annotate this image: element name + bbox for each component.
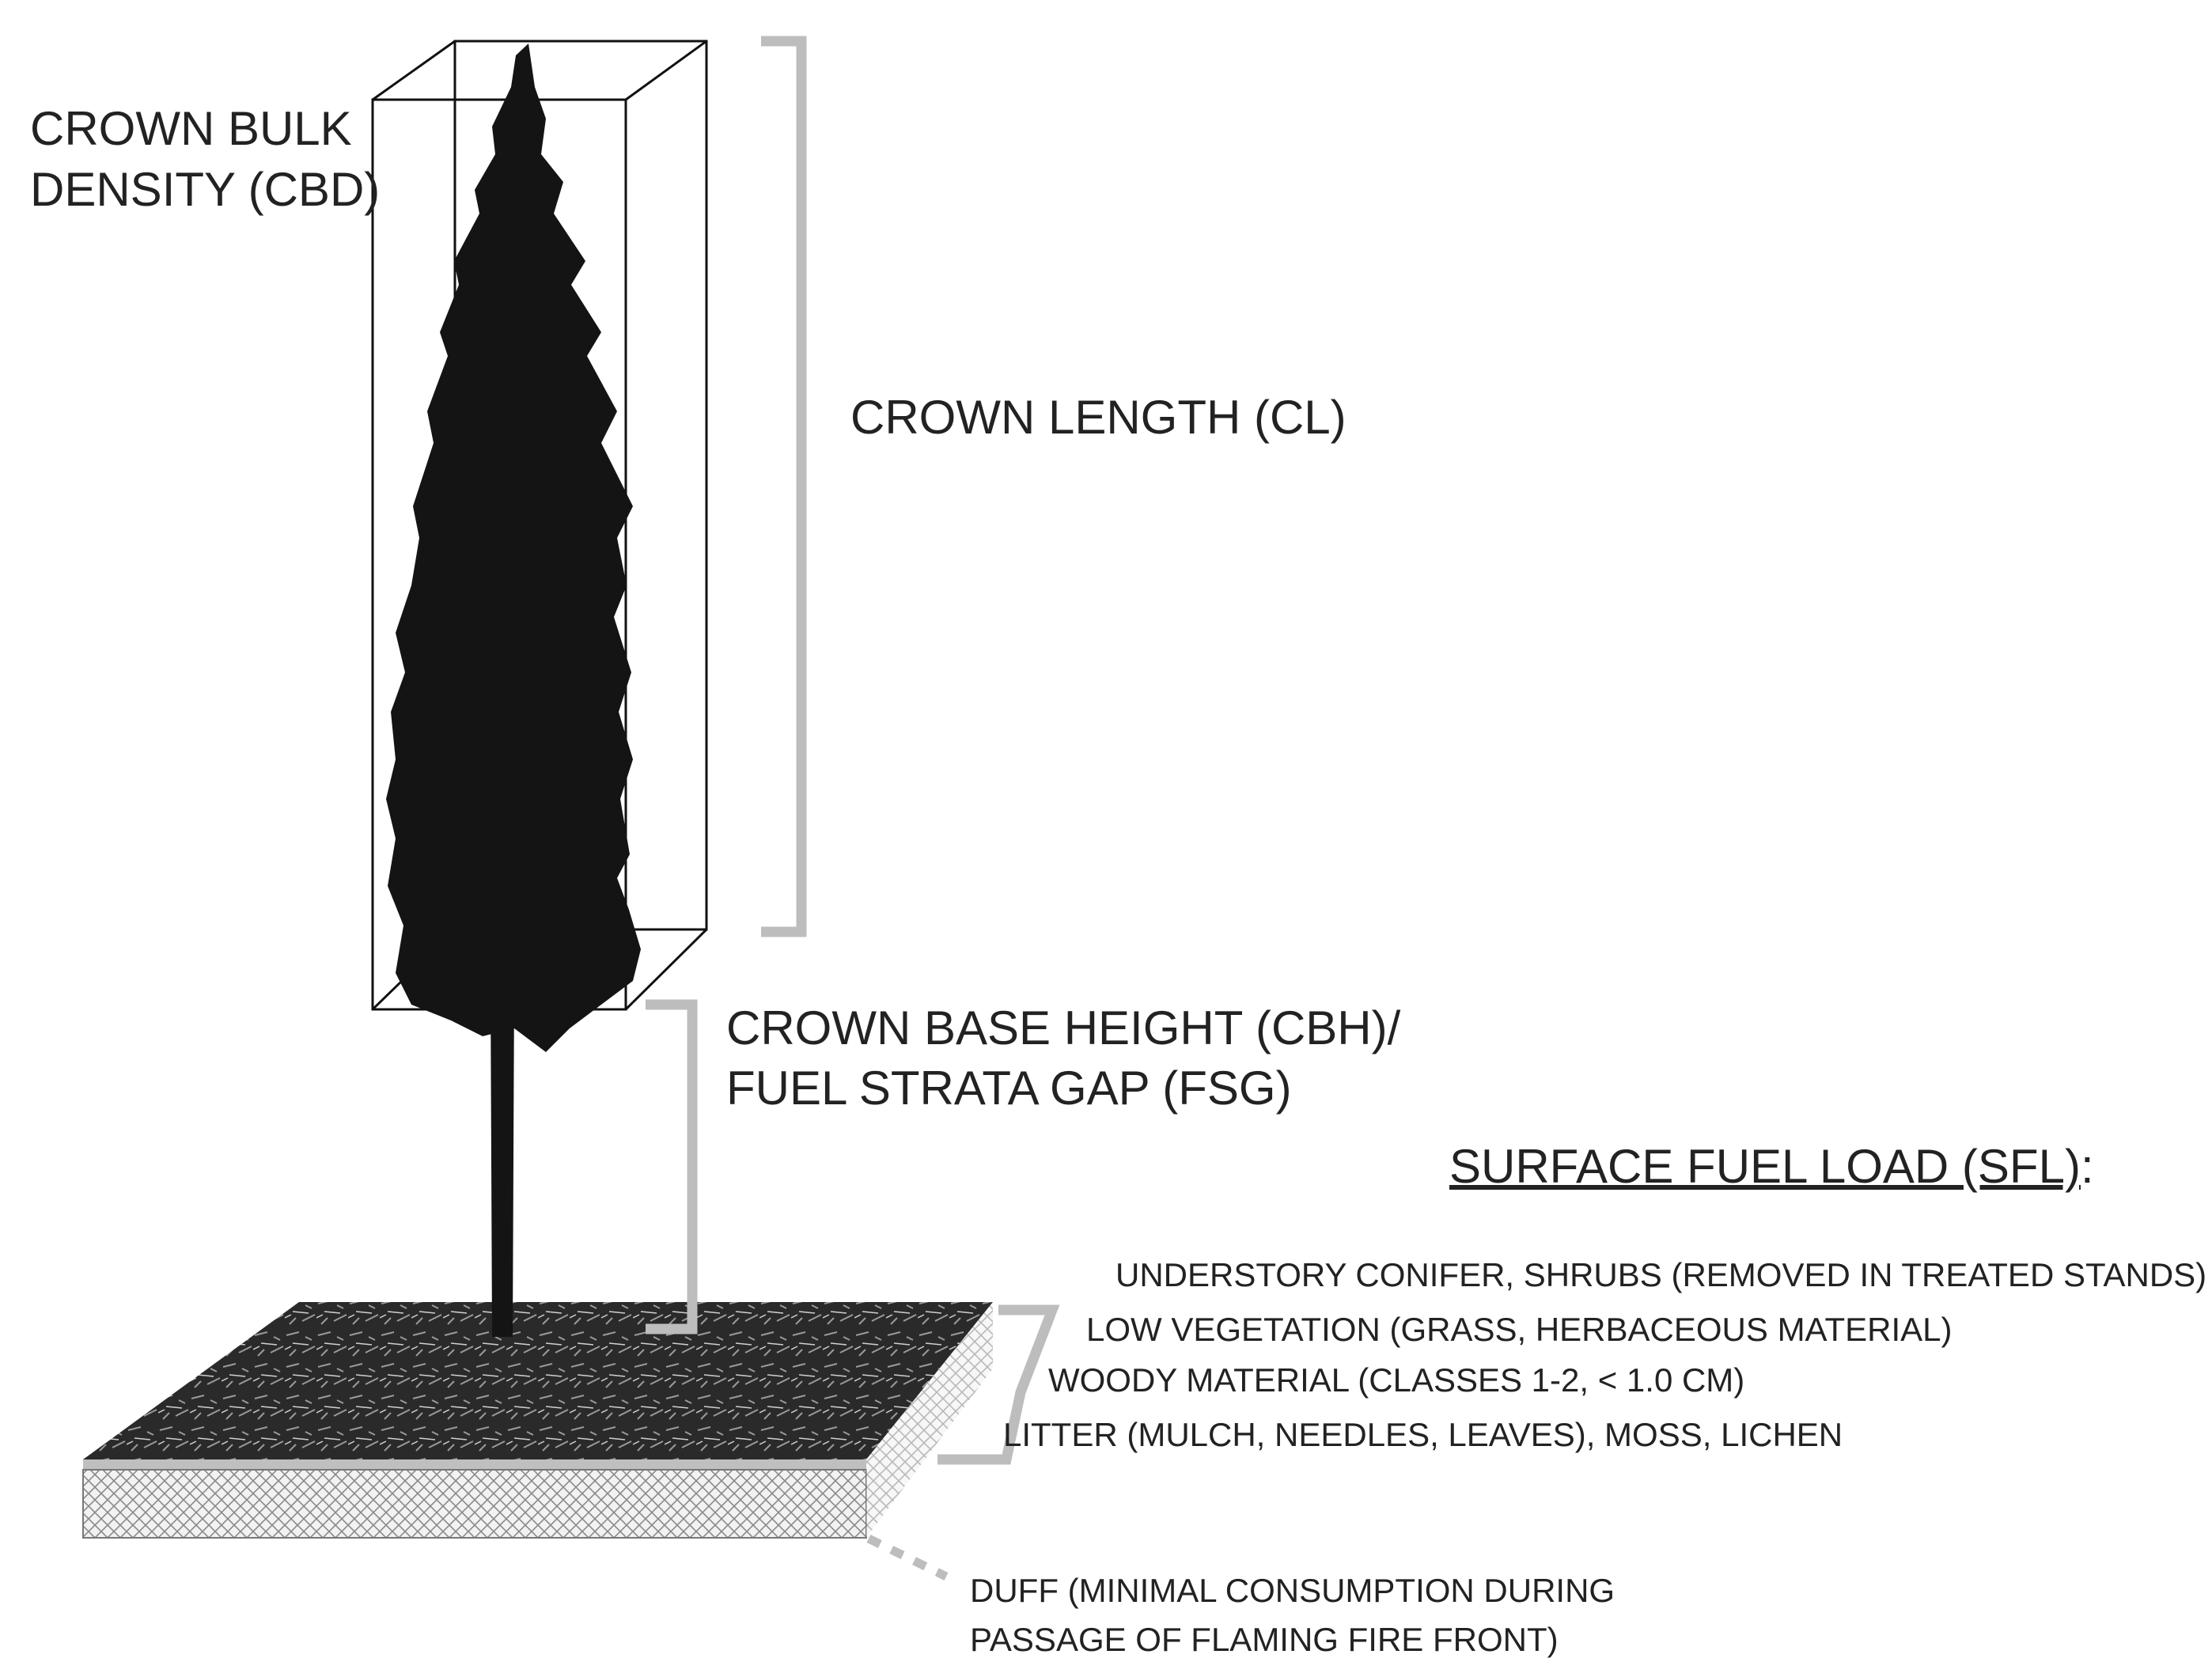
ground-front-edge bbox=[83, 1459, 866, 1470]
crown-base-height-line-2: FUEL STRATA GAP (FSG) bbox=[726, 1062, 1292, 1115]
crown-bulk-density-line-2: DENSITY (CBD) bbox=[30, 163, 380, 216]
crown-base-height-line-1: CROWN BASE HEIGHT (CBH)/ bbox=[726, 1001, 1401, 1054]
duff-side bbox=[866, 1302, 993, 1538]
fuel-layer-low-vegetation: LOW VEGETATION (GRASS, HERBACEOUS MATERI… bbox=[1086, 1311, 1952, 1348]
crown-bulk-density-label: CROWN BULK DENSITY (CBD) bbox=[30, 102, 380, 216]
crown-length-label: CROWN LENGTH (CL) bbox=[850, 391, 1347, 444]
surface-fuel-bracket bbox=[937, 1304, 1060, 1465]
conifer-tree bbox=[386, 44, 641, 1337]
tree-trunk bbox=[491, 981, 514, 1337]
crown-base-height-label: CROWN BASE HEIGHT (CBH)/ FUEL STRATA GAP… bbox=[726, 1001, 1414, 1115]
fuel-layer-litter: LITTER (MULCH, NEEDLES, LEAVES), MOSS, L… bbox=[1003, 1416, 1843, 1453]
tree-crown bbox=[386, 44, 641, 1052]
duff-line-1: DUFF (MINIMAL CONSUMPTION DURING bbox=[970, 1572, 1615, 1609]
surface-fuel-load-label: SURFACE FUEL LOAD (SFL): bbox=[1449, 1140, 2094, 1193]
surface-fuel-slab bbox=[82, 1302, 993, 1539]
surface-fuel-load-heading: SURFACE FUEL LOAD (SFL) bbox=[1449, 1140, 2081, 1193]
crown-length-bracket bbox=[761, 36, 807, 937]
duff-layer bbox=[82, 1469, 867, 1539]
ground-litter-surface bbox=[83, 1302, 993, 1459]
duff-label: DUFF (MINIMAL CONSUMPTION DURING PASSAGE… bbox=[970, 1572, 1624, 1658]
crown-bulk-density-line-1: CROWN BULK bbox=[30, 102, 352, 155]
crown-base-height-bracket bbox=[646, 999, 698, 1334]
fuel-layer-understory: UNDERSTORY CONIFER, SHRUBS (REMOVED IN T… bbox=[1115, 1256, 2206, 1293]
surface-fuel-load-colon: : bbox=[2081, 1140, 2094, 1193]
duff-line-2: PASSAGE OF FLAMING FIRE FRONT) bbox=[970, 1621, 1559, 1658]
duff-leader-line bbox=[866, 1535, 949, 1580]
fuel-layer-woody-material: WOODY MATERIAL (CLASSES 1-2, < 1.0 CM) bbox=[1048, 1361, 1744, 1399]
